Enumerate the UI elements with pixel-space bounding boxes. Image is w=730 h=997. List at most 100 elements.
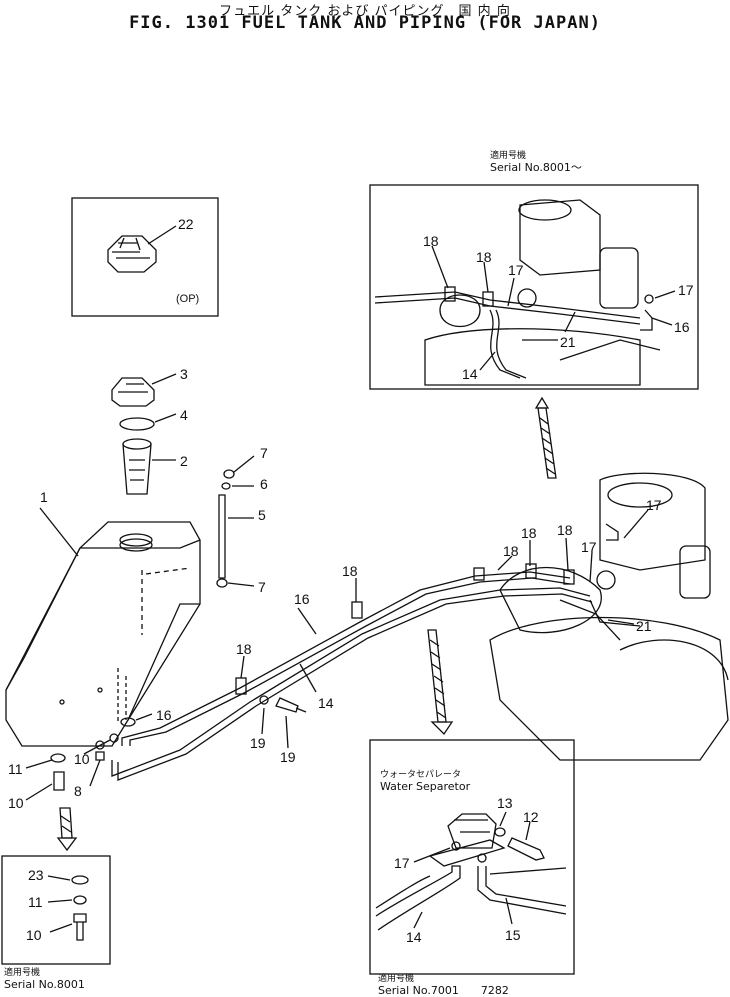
leader-16-main	[297, 607, 317, 635]
leader-17b	[654, 290, 676, 299]
part-label-2: 2	[180, 453, 188, 469]
part-label-3: 3	[180, 366, 188, 382]
part-label-17: 17	[394, 855, 410, 871]
part-label-10: 10	[8, 795, 24, 811]
part-label-15: 15	[505, 927, 521, 943]
leader-17-tank	[135, 713, 153, 721]
leader-1	[39, 507, 79, 557]
breather-tube-drawing	[216, 469, 235, 588]
part-label-18: 18	[236, 641, 252, 657]
part-label-18: 18	[476, 249, 492, 265]
leader-8	[89, 759, 101, 787]
leader-11-inset	[47, 899, 73, 903]
part-label-10: 10	[26, 927, 42, 943]
engine-drawing	[489, 472, 729, 761]
part-label-1: 1	[40, 489, 48, 505]
part-label-21: 21	[636, 618, 652, 634]
part-label-17: 17	[581, 539, 597, 555]
part-label-9: 10	[74, 751, 90, 767]
leader-15	[505, 897, 513, 925]
serial-text: Serial No.8001～	[490, 161, 582, 174]
leader-14-main	[299, 663, 317, 693]
washer-23-drawing	[71, 875, 89, 885]
part-label-18: 18	[423, 233, 439, 249]
fuel-cap-op-drawing	[107, 235, 157, 273]
part-label-11: 11	[8, 761, 23, 777]
leader-14	[479, 351, 496, 371]
part-label-16: 16	[294, 591, 310, 607]
leader-21b	[564, 311, 576, 333]
part-label-18: 18	[557, 522, 573, 538]
leader-18-p1	[240, 655, 245, 679]
drain-fittings-drawing	[50, 668, 136, 791]
leader-7a	[233, 455, 255, 473]
part-label-14: 14	[406, 929, 422, 945]
leader-13	[499, 811, 507, 827]
part-label-12: 12	[523, 809, 539, 825]
arrow-to-water-separator	[427, 629, 454, 736]
leader-7b	[227, 582, 255, 587]
leader-20	[261, 707, 265, 735]
serial-text: Serial No.7001	[378, 984, 459, 997]
part-label-17: 17	[508, 262, 524, 278]
title-japanese: フュエル タンク および パイピング 国 内 向	[219, 4, 511, 19]
part-label-6: 6	[260, 476, 268, 492]
inset-8001up-box	[369, 184, 699, 390]
inset-cap-box	[71, 197, 219, 317]
drawing-number: 7282	[480, 984, 509, 997]
part-label-13: 13	[497, 795, 513, 811]
leader-18a	[431, 245, 449, 289]
serial-jp-label: 適用号機	[490, 151, 527, 161]
part-label-7: 7	[258, 579, 266, 595]
part-label-22: 22	[178, 216, 194, 232]
leader-12	[525, 821, 531, 841]
filler-cap-drawing	[111, 377, 155, 407]
leader-14-ws	[413, 911, 423, 929]
leader-23	[47, 875, 71, 881]
part-label-14: 14	[462, 366, 478, 382]
bolt-10-drawing	[73, 913, 87, 941]
inset-water-separator-box	[369, 739, 575, 975]
leader-17a	[507, 277, 515, 307]
leader-19	[285, 715, 289, 749]
leader-9	[83, 739, 111, 755]
bolt-19-20-drawing	[259, 695, 307, 713]
leader-10	[25, 783, 53, 801]
leader-17-e1	[589, 551, 593, 583]
water-separator-label: ウォータセパレータ Water Separetor	[380, 769, 470, 793]
water-sep-jp: ウォータセパレータ	[380, 770, 462, 780]
part-label-8: 8	[74, 783, 82, 799]
serial-text: Serial No.8001	[4, 978, 85, 991]
part-label-18: 18	[521, 525, 537, 541]
leader-4	[154, 413, 177, 423]
leader-18-e3	[565, 537, 569, 571]
leader-22	[147, 225, 177, 245]
part-label-11: 11	[28, 894, 43, 910]
leader-17-ws	[413, 847, 451, 863]
figure-title: FIG. 1301 FUEL TANK AND PIPING (FOR JAPA…	[129, 13, 601, 33]
serial-8001-label: 適用号機 Serial No.8001	[4, 967, 85, 991]
leader-3	[151, 373, 177, 385]
part-label-18: 18	[342, 563, 358, 579]
leader-10-inset	[49, 923, 73, 933]
leader-18b	[483, 261, 489, 293]
part-label-20: 19	[250, 735, 266, 751]
washer-11-drawing	[73, 895, 87, 905]
part-label-7: 7	[260, 445, 268, 461]
engine-detail-drawing	[374, 199, 661, 386]
leader-17-e2	[623, 509, 649, 539]
seal-ring-drawing	[119, 417, 155, 431]
part-label-14: 14	[318, 695, 334, 711]
serial-jp-label: 適用号機	[4, 968, 41, 978]
water-sep-en: Water Separetor	[380, 780, 471, 793]
arrow-to-8001-inset-bottom	[56, 807, 78, 852]
inset-bolt-box	[1, 855, 111, 965]
part-label-17: 17	[646, 497, 662, 513]
fuel-pipes-drawing	[111, 563, 593, 781]
part-label-4: 4	[180, 407, 188, 423]
water-separator-drawing	[375, 813, 567, 931]
part-label-18: 18	[503, 543, 519, 559]
arrow-to-8001-inset	[534, 396, 557, 479]
